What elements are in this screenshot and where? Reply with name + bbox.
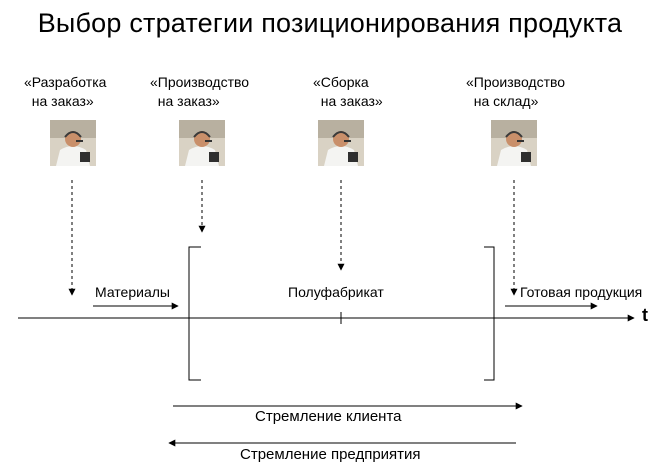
client-tendency-label: Стремление клиента — [255, 408, 402, 425]
person-photo-icon — [318, 120, 364, 166]
person-photo-icon — [50, 120, 96, 166]
person-photo-icon — [179, 120, 225, 166]
strategy-label-make-to-stock: «Производство на склад» — [466, 74, 566, 109]
stage-label-finished-product: Готовая продукция — [520, 284, 643, 300]
left-bracket — [188, 246, 201, 381]
strategy-label-make-to-order: «Производство на заказ» — [150, 74, 250, 109]
strategy-label-assemble-to-order: «Сборка на заказ» — [313, 74, 383, 109]
person-photo-icon — [491, 120, 537, 166]
right-bracket — [484, 246, 495, 381]
stage-label-materials: Материалы — [95, 284, 170, 300]
strategy-label-engineer-to-order: «Разработка на заказ» — [24, 74, 107, 109]
time-axis-label: t — [642, 305, 648, 325]
page-title: Выбор стратегии позиционирования продукт… — [37, 8, 623, 38]
enterprise-tendency-label: Стремление предприятия — [240, 446, 421, 463]
stage-label-semi-finished: Полуфабрикат — [288, 284, 384, 300]
